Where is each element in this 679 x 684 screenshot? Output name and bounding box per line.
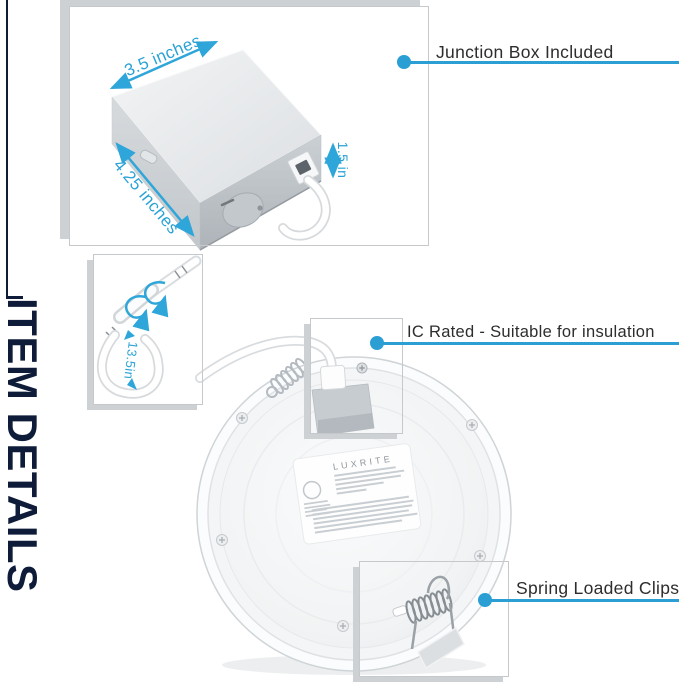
callout-label-spring-clips: Spring Loaded Clips [516,578,679,598]
fixture-screws [216,412,486,632]
frame-shadow [87,404,197,410]
frame-shadow [304,324,310,439]
detail-frame-twist-cable [93,254,203,405]
frame-shadow [353,676,503,682]
depth-arrow [115,142,195,237]
callout-dot-spring-clips [478,593,492,607]
frame-shadow [60,0,69,239]
frame-shadow [304,433,397,439]
callout-line-ic-rated [377,342,679,345]
junction-box-cable [278,175,331,241]
page-title: ITEM DETAILS [0,298,46,593]
fixture-cable [195,335,337,383]
spec-label: LUXRITE [292,443,422,545]
cable-length-arrow-bottom [127,378,137,390]
callout-dot-junction-box [397,55,411,69]
heading-rule-tick [6,296,23,299]
detail-frame-ic-connector [310,318,403,434]
junction-box-connector [287,151,320,185]
knockout-circle [220,192,264,228]
callout-line-junction-box [404,61,679,64]
recessed-light-illustration: LUXRITE [195,335,512,675]
detail-frame-spring-clip [359,561,509,677]
detail-frame-junction-box [69,6,429,246]
label-fine-print [303,466,418,534]
callout-line-spring-clips [485,599,679,602]
twist-cable-illustration [97,255,202,399]
spring-clip-illustration [392,575,465,670]
etl-mark [302,480,322,500]
dimension-label-box-height: 1.5 in [335,141,351,179]
frame-shadow [60,0,420,6]
callout-label-ic-rated: IC Rated - Suitable for insulation [407,323,655,341]
frame-shadow [87,260,93,410]
heading-rule [6,0,8,297]
width-arrow [109,40,219,90]
cable-length-arrow-top [124,330,135,340]
frame-shadow [353,567,359,682]
twist-arrows [124,280,169,332]
junction-box-illustration [109,40,342,251]
callout-dot-ic-rated [370,336,384,350]
fixture-connector [311,362,375,437]
callout-label-junction-box: Junction Box Included [436,42,614,62]
